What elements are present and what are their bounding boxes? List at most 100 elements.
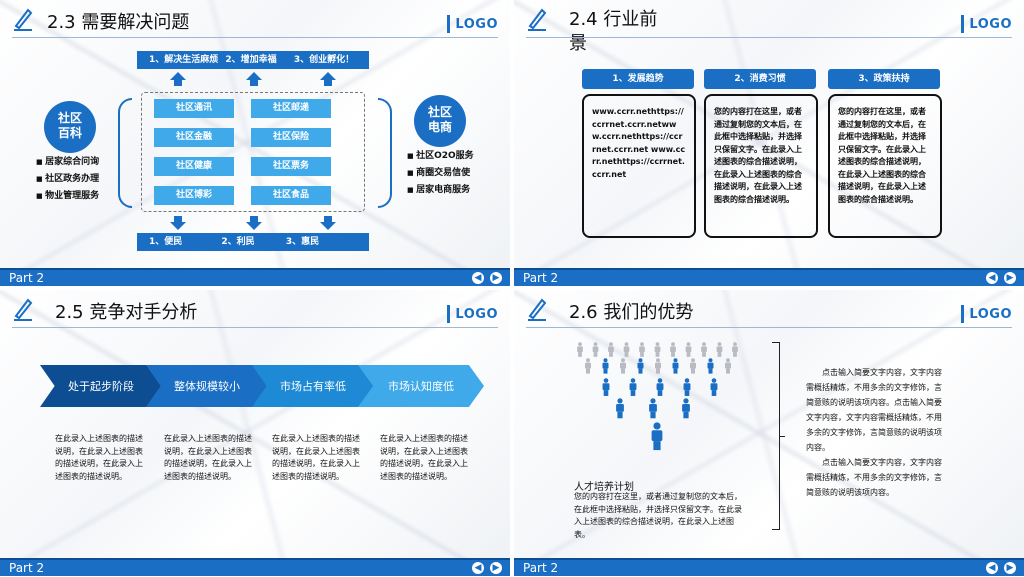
column-header: 2、消费习惯 bbox=[704, 69, 816, 89]
list-item: 居家电商服务 bbox=[407, 182, 474, 199]
phase-chevron: 处于起步阶段 bbox=[40, 365, 162, 407]
pen-icon bbox=[14, 8, 33, 31]
wiki-bullet-list: 居家综合问询 社区政务办理 物业管理服务 bbox=[36, 154, 99, 205]
slide-industry-prospects[interactable]: 2.4 行业前景 LOGO 1、发展趋势 2、消费习惯 3、政策扶持 www.c… bbox=[514, 0, 1024, 286]
down-arrow-icon bbox=[246, 216, 262, 230]
service-cell: 社区票务 bbox=[251, 157, 331, 176]
slide-footer: Part 2 ◀ ▶ bbox=[514, 558, 1024, 576]
talent-description: 您的内容打在这里，或者通过复制您的文本后，在此框中选择粘贴，并选择只保留文字。在… bbox=[574, 492, 742, 539]
part-label: Part 2 bbox=[9, 561, 45, 575]
right-bracket bbox=[772, 342, 785, 530]
person-icon bbox=[655, 358, 661, 374]
list-item: 物业管理服务 bbox=[36, 188, 99, 205]
person-icon bbox=[654, 342, 661, 357]
benefit-item: 3、惠民 bbox=[285, 237, 320, 247]
service-grid-box bbox=[141, 92, 365, 212]
phase-chevron: 整体规模较小 bbox=[146, 365, 268, 407]
person-icon bbox=[716, 342, 723, 357]
person-icon bbox=[672, 358, 679, 374]
logo: LOGO bbox=[447, 305, 498, 323]
slide-needs[interactable]: 2.3 需要解决问题 LOGO 1、解决生活麻烦 2、增加幸福 3、创业孵化！ … bbox=[0, 0, 510, 286]
person-icon bbox=[629, 378, 637, 396]
slide-our-advantages[interactable]: 2.6 我们的优势 LOGO 人才培养计划 您的内容打在这里，或者通过复制您的文… bbox=[514, 290, 1024, 576]
advantage-paragraph: 点击输入简要文字内容，文字内容需概括精炼，不用多余的文字修饰，言简意赅的说明该项… bbox=[806, 458, 942, 497]
person-icon bbox=[637, 358, 644, 374]
next-arrow-icon[interactable]: ▶ bbox=[490, 272, 502, 284]
text-card: 您的内容打在这里，或者通过复制您的文本后，在此框中选择粘贴，并选择只保留文字。在… bbox=[828, 94, 942, 238]
right-brace bbox=[378, 98, 392, 208]
slide-title: 2.5 竞争对手分析 bbox=[55, 302, 198, 323]
phase-chevron: 市场占有率低 bbox=[252, 365, 374, 407]
advantages-text: 点击输入简要文字内容，文字内容需概括精炼，不用多余的文字修饰，言简意赅的说明该项… bbox=[806, 365, 946, 500]
logo: LOGO bbox=[961, 15, 1012, 33]
pen-icon bbox=[14, 298, 33, 321]
service-cell: 社区邮递 bbox=[251, 99, 331, 118]
person-icon bbox=[656, 378, 664, 396]
title-divider bbox=[12, 37, 498, 38]
service-cell: 社区博彩 bbox=[154, 186, 234, 205]
goal-item: 2、增加幸福 bbox=[225, 55, 277, 65]
part-label: Part 2 bbox=[523, 271, 559, 285]
person-icon bbox=[616, 398, 624, 419]
person-icon bbox=[639, 342, 645, 357]
slide-title: 2.6 我们的优势 bbox=[569, 302, 694, 323]
text-card: 您的内容打在这里，或者通过复制您的文本后，在此框中选择粘贴，并选择只保留文字。在… bbox=[704, 94, 818, 238]
phase-description: 在此录入上述图表的描述说明，在此录入上述图表的描述说明，在此录入上述图表的描述说… bbox=[55, 434, 143, 481]
service-cell: 社区食品 bbox=[251, 186, 331, 205]
prev-arrow-icon[interactable]: ◀ bbox=[986, 272, 998, 284]
goal-item: 3、创业孵化！ bbox=[293, 55, 355, 65]
person-icon bbox=[620, 358, 626, 374]
person-icon bbox=[623, 342, 630, 357]
person-icon bbox=[690, 358, 696, 374]
benefit-item: 1、便民 bbox=[149, 237, 183, 247]
column-header: 1、发展趋势 bbox=[582, 69, 694, 89]
person-icon bbox=[685, 342, 692, 357]
prev-arrow-icon[interactable]: ◀ bbox=[472, 562, 484, 574]
phase-description: 在此录入上述图表的描述说明，在此录入上述图表的描述说明，在此录入上述图表的描述说… bbox=[272, 434, 360, 481]
next-arrow-icon[interactable]: ▶ bbox=[1004, 562, 1016, 574]
left-brace bbox=[118, 98, 132, 208]
logo: LOGO bbox=[447, 15, 498, 33]
part-label: Part 2 bbox=[9, 271, 45, 285]
person-icon bbox=[710, 378, 718, 396]
person-icon bbox=[651, 422, 663, 451]
column-header: 3、政策扶持 bbox=[828, 69, 940, 89]
benefit-item: 2、利民 bbox=[221, 237, 255, 247]
person-icon bbox=[707, 358, 714, 374]
service-cell: 社区健康 bbox=[154, 157, 234, 176]
person-icon bbox=[602, 358, 609, 374]
person-icon bbox=[670, 342, 676, 357]
slide-footer: Part 2 ◀ ▶ bbox=[514, 268, 1024, 286]
top-goals-bar: 1、解决生活麻烦 2、增加幸福 3、创业孵化！ bbox=[137, 51, 369, 69]
up-arrow-icon bbox=[320, 72, 336, 86]
person-icon bbox=[701, 342, 707, 357]
down-arrow-icon bbox=[320, 216, 336, 230]
list-item: 社区政务办理 bbox=[36, 171, 99, 188]
phase-description: 在此录入上述图表的描述说明，在此录入上述图表的描述说明，在此录入上述图表的描述说… bbox=[380, 434, 468, 481]
advantage-paragraph: 点击输入简要文字内容，文字内容需概括精炼，不用多余的文字修饰，言简意赅的说明该项… bbox=[806, 368, 942, 452]
ecommerce-bullet-list: 社区O2O服务 商圈交易信使 居家电商服务 bbox=[407, 148, 474, 199]
part-label: Part 2 bbox=[523, 561, 559, 575]
person-icon bbox=[585, 358, 591, 374]
text-card: www.ccrr.nethttps://ccrrnet.ccrr.netwww.… bbox=[582, 94, 696, 238]
person-icon bbox=[602, 378, 610, 396]
next-arrow-icon[interactable]: ▶ bbox=[1004, 272, 1016, 284]
goal-item: 1、解决生活麻烦 bbox=[149, 55, 219, 65]
talent-title: 人才培养计划 bbox=[574, 482, 634, 493]
phase-description: 在此录入上述图表的描述说明，在此录入上述图表的描述说明，在此录入上述图表的描述说… bbox=[164, 434, 252, 481]
prev-arrow-icon[interactable]: ◀ bbox=[986, 562, 998, 574]
next-arrow-icon[interactable]: ▶ bbox=[490, 562, 502, 574]
pen-icon bbox=[528, 8, 547, 31]
logo: LOGO bbox=[961, 305, 1012, 323]
bottom-benefits-bar: 1、便民 2、利民 3、惠民 bbox=[137, 233, 369, 251]
slide-competitor-analysis[interactable]: 2.5 竞争对手分析 LOGO 处于起步阶段 整体规模较小 市场占有率低 市场认… bbox=[0, 290, 510, 576]
person-icon bbox=[649, 398, 657, 419]
person-icon bbox=[577, 342, 583, 357]
prev-arrow-icon[interactable]: ◀ bbox=[472, 272, 484, 284]
service-cell: 社区金融 bbox=[154, 128, 234, 147]
slide-footer: Part 2 ◀ ▶ bbox=[0, 268, 510, 286]
service-cell: 社区通讯 bbox=[154, 99, 234, 118]
up-arrow-icon bbox=[170, 72, 186, 86]
list-item: 居家综合问询 bbox=[36, 154, 99, 171]
slide-title: 2.4 行业前景 bbox=[569, 9, 658, 54]
